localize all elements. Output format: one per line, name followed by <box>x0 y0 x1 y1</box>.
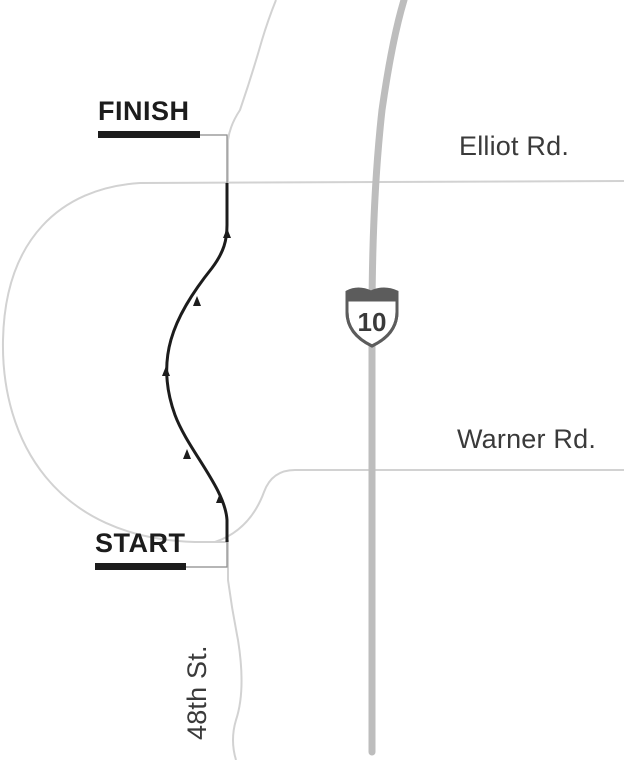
finish-bar <box>98 131 200 138</box>
route-arrow-1 <box>216 493 224 503</box>
route-arrow-5 <box>223 228 231 238</box>
loop-road <box>1 182 228 543</box>
warner-road-label: Warner Rd. <box>457 424 597 454</box>
canal-upper <box>227 0 277 183</box>
start-connector <box>186 542 228 568</box>
race-route <box>165 183 229 542</box>
finish-connector <box>200 134 228 183</box>
route-arrow-3 <box>162 366 170 376</box>
elliot-road-label: Elliot Rd. <box>459 131 570 161</box>
start-label: START <box>95 528 186 558</box>
interstate-10-road <box>368 0 408 756</box>
street-48th-label: 48th St. <box>182 645 212 740</box>
finish-label: FINISH <box>98 96 190 126</box>
route-arrow-2 <box>183 449 191 459</box>
start-bar <box>95 563 186 570</box>
warner-road <box>214 469 624 543</box>
shield-number: 10 <box>358 307 387 337</box>
street-48th <box>227 540 243 760</box>
interstate-shield-icon: 10 <box>345 287 399 348</box>
route-arrow-4 <box>193 296 201 306</box>
elliot-road <box>139 180 624 184</box>
